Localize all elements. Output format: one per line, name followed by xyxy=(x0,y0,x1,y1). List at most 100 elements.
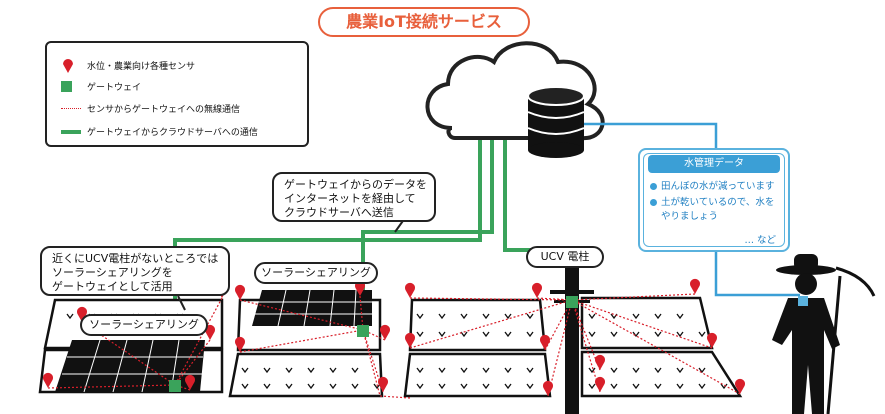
water-item-2: 土が乾いているので、水を xyxy=(650,196,784,209)
rice-sprout xyxy=(241,367,249,374)
rice-sprout xyxy=(351,367,359,374)
rice-sprout xyxy=(504,367,512,374)
rice-sprout xyxy=(588,383,596,390)
rice-sprout xyxy=(416,367,424,374)
solar-note-callout: 近くにUCV電柱がないところでは ソーラーシェアリングを ゲートウェイとして活用 xyxy=(40,246,230,296)
callout-tail xyxy=(177,295,186,311)
rice-sprout xyxy=(610,383,618,390)
rice-sprout xyxy=(482,383,490,390)
sensor-pin xyxy=(378,376,389,392)
rice-sprout xyxy=(482,331,490,338)
rice-sprout xyxy=(676,367,684,374)
legend-row-gateway: ゲートウェイ xyxy=(61,80,141,93)
sensor-pin xyxy=(235,284,245,300)
gateway-square-icon xyxy=(61,81,87,92)
rice-sprout xyxy=(632,367,640,374)
sensor-pin xyxy=(185,374,195,390)
rice-sprout xyxy=(632,331,640,338)
sensor-pin-icon xyxy=(61,56,87,74)
legend-label-cloud-link: ゲートウェイからクラウドサーバへの通信 xyxy=(87,128,258,138)
rice-sprout xyxy=(482,313,490,320)
rice-sprout xyxy=(482,367,490,374)
solar-panel-mid xyxy=(252,289,372,327)
data-link-line xyxy=(584,122,718,148)
rice-sprout xyxy=(504,383,512,390)
sensor-pin xyxy=(543,380,553,396)
legend-row-wireless: センサからゲートウェイへの無線通信 xyxy=(61,102,240,115)
rice-sprout xyxy=(504,331,512,338)
sensor-pin xyxy=(405,332,415,348)
water-management-frame xyxy=(643,153,785,247)
field xyxy=(580,296,714,350)
sensor-pin xyxy=(532,282,542,298)
water-item-2-text: 土が乾いているので、水を xyxy=(661,197,775,208)
rice-sprout xyxy=(698,331,706,338)
rice-sprout xyxy=(373,383,381,390)
rice-sprout xyxy=(241,383,249,390)
water-item-2-cont: やりましょう xyxy=(661,211,719,222)
gateway-pole xyxy=(566,296,578,308)
rice-sprout xyxy=(676,331,684,338)
rice-sprout xyxy=(588,367,596,374)
sensor-pin xyxy=(380,324,390,340)
rice-sprout xyxy=(460,367,468,374)
water-etc: … など xyxy=(744,235,776,246)
rice-sprout xyxy=(698,383,706,390)
rice-sprout xyxy=(329,367,337,374)
label-solar-mid: ソーラーシェアリング xyxy=(254,262,378,284)
label-solar-left: ソーラーシェアリング xyxy=(80,314,208,336)
callout-line: ゲートウェイとして活用 xyxy=(52,280,173,293)
legend-label-sensor: 水位・農業向け各種センサ xyxy=(87,61,196,72)
water-management-panel: 水管理データ 田んぼの水が減っています 土が乾いているので、水を やりましょう … xyxy=(638,148,790,252)
rice-sprout xyxy=(263,383,271,390)
sensor-pin xyxy=(594,376,605,392)
rice-sprout xyxy=(654,383,662,390)
rice-sprout xyxy=(307,367,315,374)
sensor-pin xyxy=(405,282,416,298)
sensor-pin xyxy=(689,278,700,294)
rice-sprout xyxy=(676,383,684,390)
legend-row-sensor: 水位・農業向け各種センサ xyxy=(61,56,195,74)
rice-sprout xyxy=(698,367,706,374)
rice-sprout xyxy=(438,331,446,338)
rice-sprout xyxy=(526,331,534,338)
gateway-left xyxy=(169,380,181,392)
callout-line: ゲートウェイからのデータを xyxy=(284,178,427,191)
database-icon xyxy=(527,86,585,158)
sensor-pin xyxy=(235,336,245,352)
rice-sprout xyxy=(526,367,534,374)
page-title: 農業IoT接続サービス xyxy=(318,7,530,37)
legend-row-cloud-link: ゲートウェイからクラウドサーバへの通信 xyxy=(61,125,258,138)
legend-label-gateway: ゲートウェイ xyxy=(87,83,142,93)
legend: 水位・農業向け各種センサ ゲートウェイ センサからゲートウェイへの無線通信 ゲー… xyxy=(45,41,309,147)
callout-line: ソーラーシェアリングを xyxy=(52,266,173,279)
rice-sprout xyxy=(610,367,618,374)
bullet-icon xyxy=(650,199,657,206)
sensor-pin xyxy=(540,334,550,350)
sensor-pin xyxy=(355,280,366,296)
label-pole: UCV 電柱 xyxy=(526,246,604,268)
water-item-1-text: 田んぼの水が減っています xyxy=(661,181,775,192)
rice-sprout xyxy=(416,313,424,320)
rice-sprout xyxy=(676,313,684,320)
callout-line: 近くにUCV電柱がないところでは xyxy=(52,252,219,265)
rice-sprout xyxy=(460,313,468,320)
rice-sprout xyxy=(654,331,662,338)
rice-sprout xyxy=(504,313,512,320)
sensor-pin xyxy=(77,306,88,322)
sensor-pin xyxy=(205,324,215,340)
rice-sprout xyxy=(632,383,640,390)
sensor-pin xyxy=(43,372,53,388)
field xyxy=(403,352,552,398)
sensor-pin xyxy=(594,354,605,370)
rice-sprout xyxy=(632,313,640,320)
rice-sprout xyxy=(610,331,618,338)
sensor-pin xyxy=(706,332,717,348)
water-management-header: 水管理データ xyxy=(648,155,780,173)
rice-sprout xyxy=(438,367,446,374)
rice-sprout xyxy=(460,383,468,390)
rice-sprout xyxy=(285,383,293,390)
rice-sprout xyxy=(66,313,74,320)
rice-sprout xyxy=(285,367,293,374)
